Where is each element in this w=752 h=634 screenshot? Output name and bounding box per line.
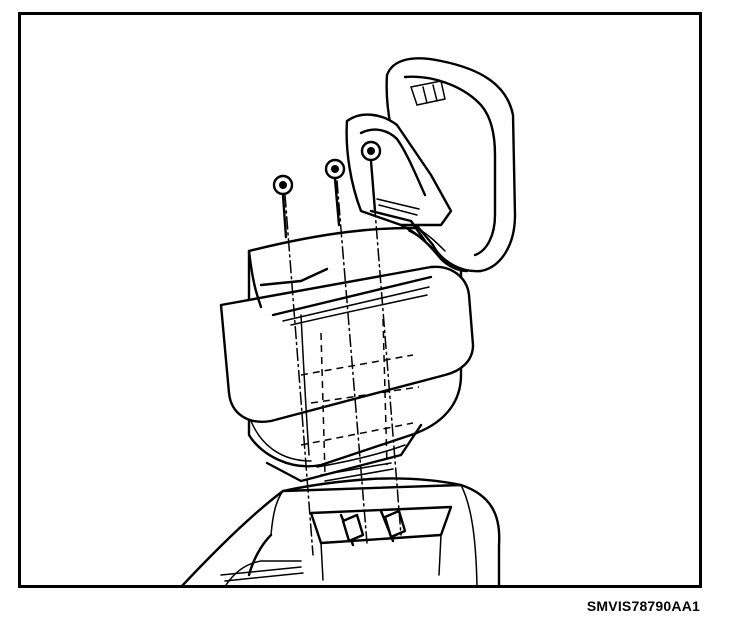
screw-1 (272, 174, 314, 556)
figure-code: SMVIS78790AA1 (586, 598, 700, 614)
console-base (181, 477, 501, 585)
exploded-view-diagram (181, 57, 517, 585)
console-box (219, 226, 475, 483)
figure-frame (18, 12, 702, 588)
screw-3 (360, 140, 402, 536)
screw-2 (324, 158, 368, 544)
